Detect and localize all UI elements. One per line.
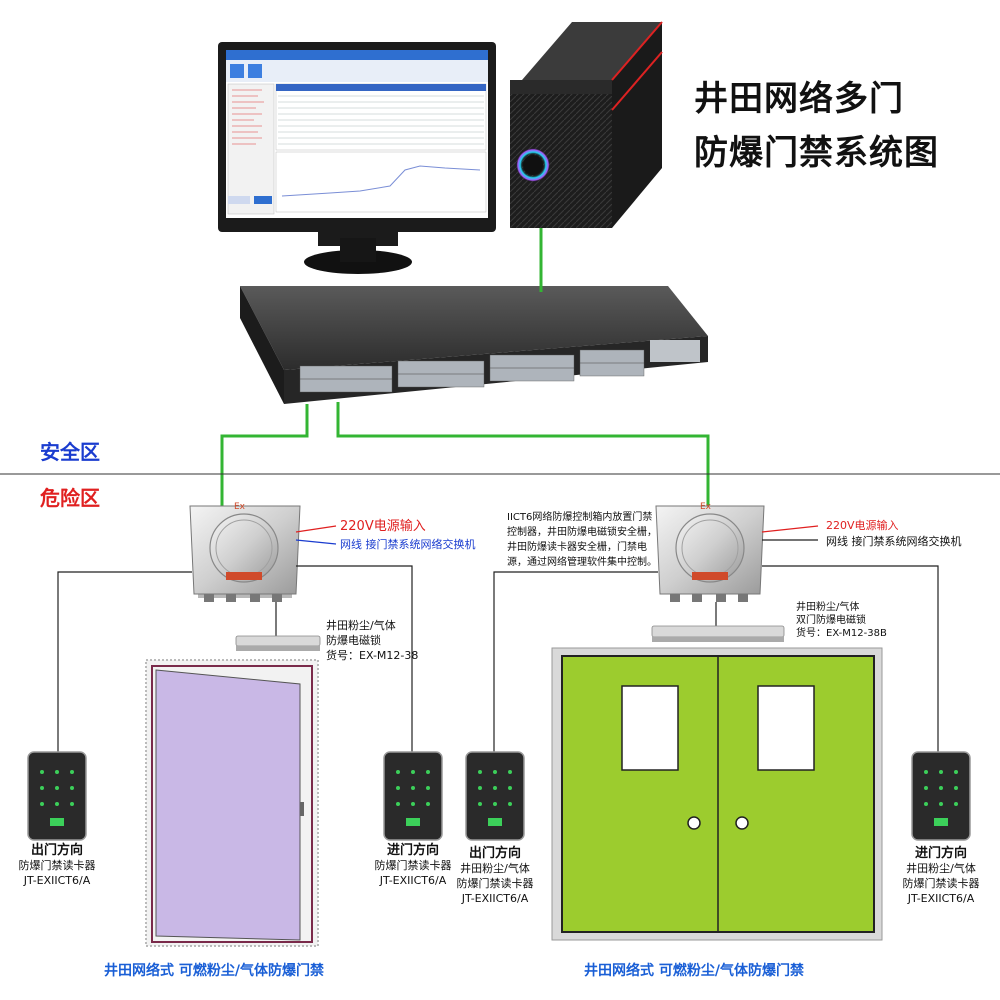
zone-safe-label: 安全区 <box>40 440 100 464</box>
double-door <box>551 647 883 941</box>
door-knob-left <box>687 816 701 830</box>
ex-mark-left: Ex <box>234 502 246 512</box>
reader-2-label: 进门方向 防爆门禁读卡器 JT-EXIICT6/A <box>374 843 452 887</box>
power-input-right: 220V电源输入 <box>826 519 899 532</box>
network-switch <box>240 286 708 404</box>
card-reader-4 <box>911 751 971 841</box>
ex-mark-right: Ex <box>700 502 712 512</box>
reader-4-label: 进门方向 井田粉尘/气体 防爆门禁读卡器 JT-EXIICT6/A <box>902 846 980 905</box>
door-handle <box>300 802 304 816</box>
magnetic-lock-double <box>651 625 785 642</box>
network-input-right: 网线 接门禁系统网络交换机 <box>826 535 962 548</box>
lock-double-label: 井田粉尘/气体 双门防爆电磁锁 货号：EX-M12-38B <box>796 602 887 639</box>
single-door <box>145 659 319 947</box>
controller-note: IICT6网络防爆控制箱内放置门禁控制器，井田防爆电磁锁安全栅，井田防爆读卡器安… <box>507 512 657 568</box>
caption-right-door: 井田网络式 可燃粉尘/气体防爆门禁 <box>584 963 804 979</box>
network-cables <box>220 228 710 506</box>
server-tower <box>510 21 663 228</box>
lock-single-label: 井田粉尘/气体 防爆电磁锁 货号：EX-M12-38 <box>326 619 419 662</box>
monitor <box>218 42 496 274</box>
title-line-2: 防爆门禁系统图 <box>694 133 939 173</box>
zone-danger-label: 危险区 <box>40 486 100 510</box>
card-reader-2 <box>383 751 443 841</box>
controller-box-right <box>655 505 765 602</box>
door-knob-right <box>735 816 749 830</box>
caption-left-door: 井田网络式 可燃粉尘/气体防爆门禁 <box>104 963 324 979</box>
device-wires <box>57 525 939 752</box>
controller-box-left <box>189 505 301 602</box>
reader-1-label: 出门方向 防爆门禁读卡器 JT-EXIICT6/A <box>18 843 96 887</box>
title-line-1: 井田网络多门 <box>694 79 904 119</box>
card-reader-3 <box>465 751 525 841</box>
reader-3-label: 出门方向 井田粉尘/气体 防爆门禁读卡器 JT-EXIICT6/A <box>456 846 534 905</box>
card-reader-1 <box>27 751 87 841</box>
network-input-left: 网线 接门禁系统网络交换机 <box>340 538 476 551</box>
magnetic-lock-single <box>235 635 321 651</box>
power-input-left: 220V电源输入 <box>340 519 426 534</box>
